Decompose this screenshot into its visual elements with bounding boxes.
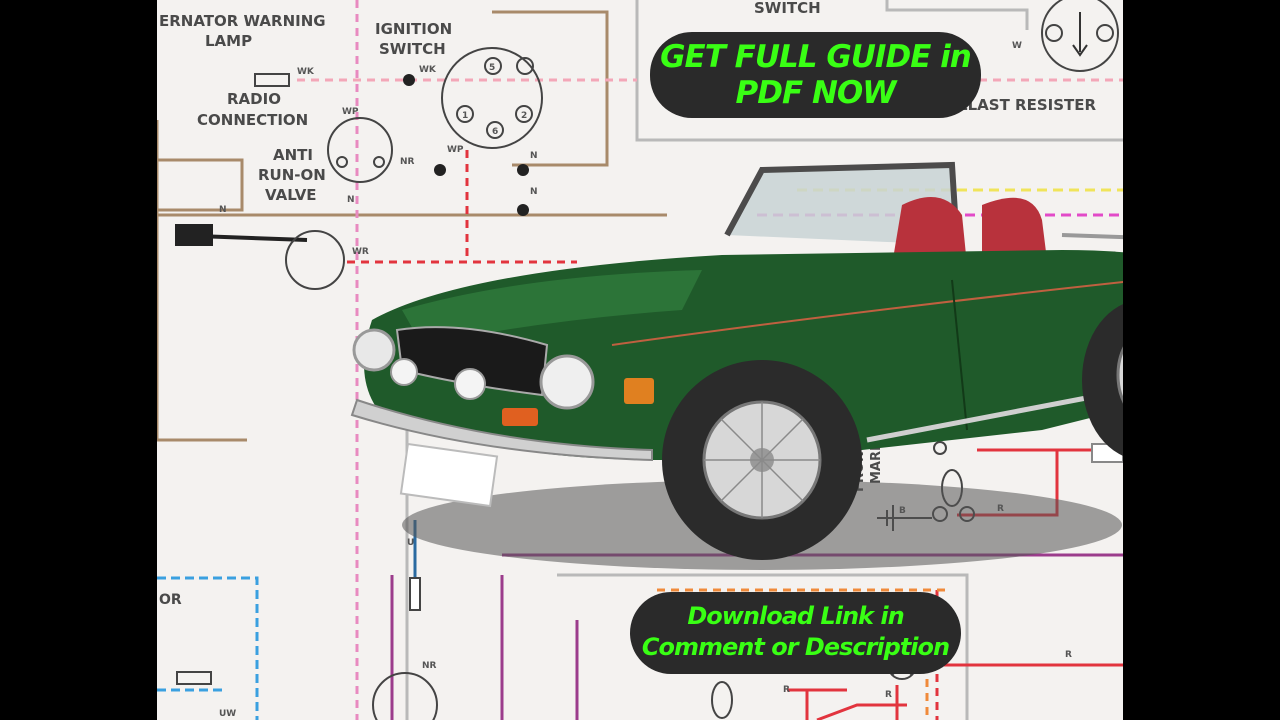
left-edge-fragment: OR [159,592,182,608]
promo-banner-bottom: Download Link in Comment or Description [630,592,961,674]
thumbnail-poster: ERNATOR WARNING LAMP IGNITION SWITCH RAD… [157,0,1123,720]
ignition-switch-label-1: IGNITION [375,20,452,38]
promo-bottom-line-2: Comment or Description [641,633,950,661]
promo-top-line-2: PDF NOW [735,75,897,111]
wire-label-nr-2: NR [422,661,437,671]
wire-label-n-1: N [219,205,227,215]
wire-label-n-3: N [530,151,538,161]
wire-label-uw: UW [219,709,236,719]
wire-label-u: U [407,538,414,548]
wire-label-wp-1: WP [342,107,359,117]
anti-run-on-valve-label-1: ANTI [273,146,313,164]
radio-connection-label-2: CONNECTION [197,111,308,129]
wire-label-n-4: N [530,187,538,197]
alternator-warning-lamp-label-2: LAMP [205,32,252,50]
front-marker-label-2: MARK [869,440,884,484]
wire-label-nr-1: NR [400,157,415,167]
terminal-1: 1 [462,111,468,121]
wire-label-n-2: N [347,195,355,205]
terminal-5: 5 [489,63,495,73]
ignition-switch-symbol [441,47,543,149]
switch-label: SWITCH [754,0,821,17]
ignition-switch-label-2: SWITCH [379,40,446,58]
wire-label-wp-2: WP [447,145,464,155]
wire-label-r-4: R [885,690,892,700]
front-wheel [662,360,862,560]
promo-top-line-1: GET FULL GUIDE in [660,39,972,75]
terminal-6: 6 [492,127,498,137]
anti-run-on-valve-label-2: RUN-ON [258,166,326,184]
alternator-warning-lamp-label-1: ERNATOR WARNING [159,12,326,30]
wire-label-wr: WR [352,247,369,257]
wire-label-wk-2: WK [419,65,437,75]
terminal-2: 2 [521,111,527,121]
promo-banner-top: GET FULL GUIDE in PDF NOW [650,32,981,118]
sports-car-illustration [350,161,1123,570]
rear-wheel [1082,304,1123,456]
wire-label-r-2: R [1065,650,1072,660]
ballast-resister-label: BALLAST RESISTER [935,96,1096,114]
anti-run-on-valve-label-3: VALVE [265,186,317,204]
wire-label-wk-1: WK [297,67,315,77]
radio-connection-label-1: RADIO [227,90,281,108]
wire-label-w: W [1012,41,1022,51]
wire-label-r-3: R [783,685,790,695]
promo-bottom-line-1: Download Link in [687,602,904,630]
